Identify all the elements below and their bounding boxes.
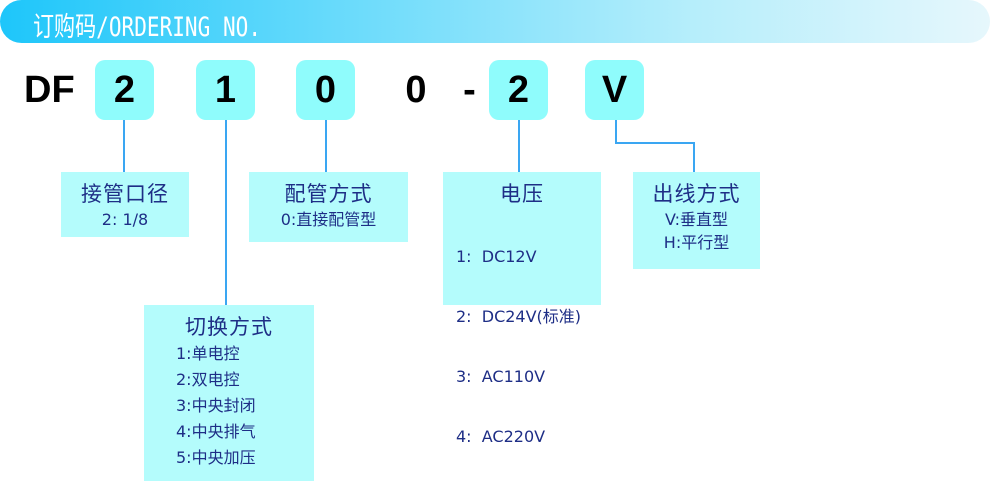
wiring-option: V:垂直型 xyxy=(664,210,729,229)
port-size-option: 2: 1/8 xyxy=(101,210,149,229)
piping-title: 配管方式 xyxy=(284,182,373,206)
voltage-box: 电压 1: DC12V 2: DC24V(标准) 3: AC110V 4: AC… xyxy=(443,172,601,446)
voltage-option: 4: AC220V xyxy=(456,427,546,446)
code-fixed-digit: 0 xyxy=(405,68,427,111)
switch-option: 2:双电控 xyxy=(176,370,240,389)
connector-line xyxy=(615,120,617,144)
header-banner: 订购码/ORDERING NO. xyxy=(0,0,990,43)
switch-option: 5:中央加压 xyxy=(176,448,256,467)
port-size-box: 接管口径 2: 1/8 xyxy=(61,172,189,237)
code-switch-mode: 1 xyxy=(196,60,255,120)
voltage-option: 2: DC24V(标准) xyxy=(456,307,582,326)
connector-line xyxy=(615,142,695,144)
header-title: 订购码/ORDERING NO. xyxy=(33,12,262,43)
connector-line xyxy=(325,120,327,172)
switch-option: 3:中央封闭 xyxy=(176,396,256,415)
connector-line xyxy=(518,120,520,172)
code-dash: - xyxy=(463,68,476,111)
switch-mode-box: 切换方式 1:单电控 2:双电控 3:中央封闭 4:中央排气 5:中央加压 xyxy=(144,305,314,481)
switch-option: 1:单电控 xyxy=(176,344,240,363)
code-prefix: DF xyxy=(24,68,75,111)
voltage-title: 电压 xyxy=(500,182,544,206)
port-size-title: 接管口径 xyxy=(81,182,169,206)
wiring-box: 出线方式 V:垂直型 H:平行型 xyxy=(633,172,760,269)
code-port-size: 2 xyxy=(95,60,154,120)
connector-line xyxy=(225,120,227,305)
connector-line xyxy=(693,142,695,172)
voltage-option: 3: AC110V xyxy=(456,367,546,386)
code-wiring: V xyxy=(585,60,644,120)
connector-line xyxy=(123,120,125,172)
switch-option: 4:中央排气 xyxy=(176,422,256,441)
code-voltage: 2 xyxy=(489,60,548,120)
switch-mode-title: 切换方式 xyxy=(185,315,273,339)
piping-option: 0:直接配管型 xyxy=(280,210,377,229)
voltage-option: 1: DC12V xyxy=(456,247,537,266)
piping-box: 配管方式 0:直接配管型 xyxy=(249,172,408,242)
wiring-option: H:平行型 xyxy=(663,233,730,252)
code-piping: 0 xyxy=(296,60,355,120)
wiring-title: 出线方式 xyxy=(652,182,741,206)
